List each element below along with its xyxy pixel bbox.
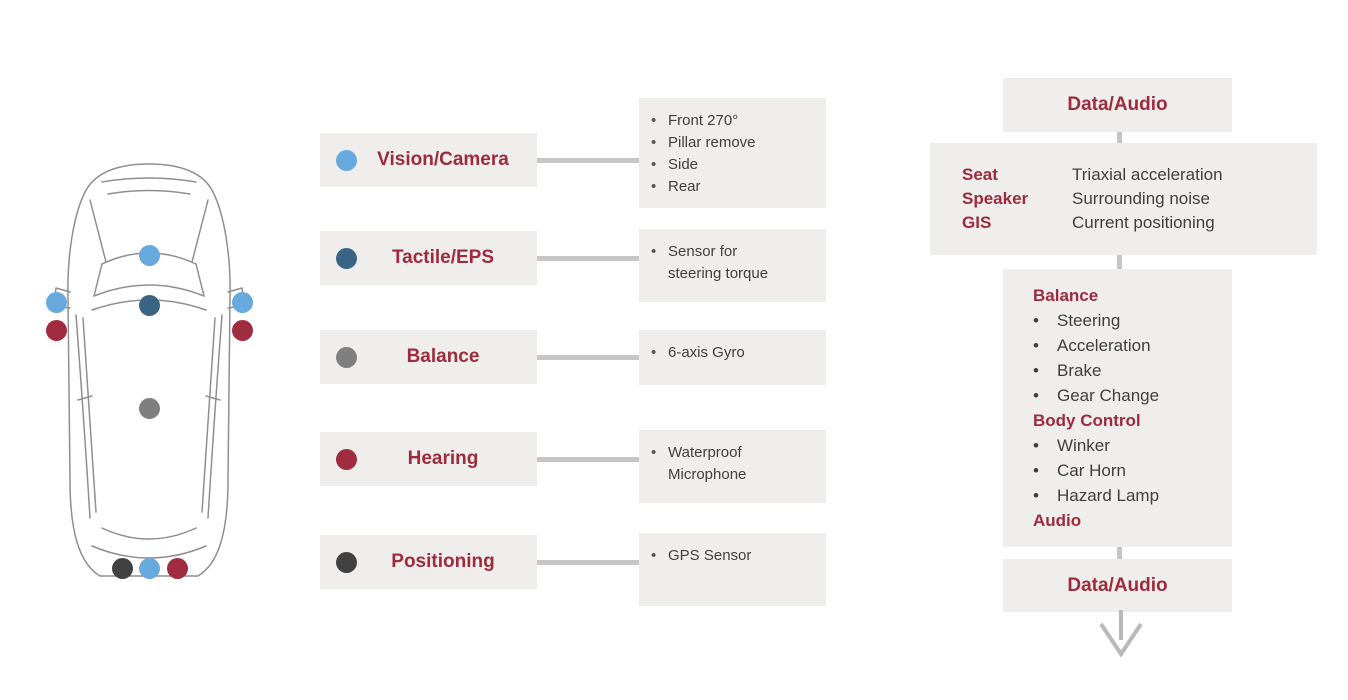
legend-box-hearing: Hearing bbox=[320, 432, 537, 486]
flow-connector bbox=[1117, 547, 1122, 559]
steering-torque-dot bbox=[138, 294, 160, 316]
legend-label: Vision/Camera bbox=[377, 149, 509, 170]
io-line: GIS bbox=[962, 213, 992, 232]
detail-list: •6-axis Gyro bbox=[651, 342, 818, 364]
legend-label: Positioning bbox=[391, 551, 495, 572]
left-mirror-camera-dot bbox=[45, 291, 67, 313]
bullet-item: •Steering bbox=[1033, 311, 1121, 330]
process-section-title: Audio bbox=[1033, 511, 1082, 530]
bullet-item: •Brake bbox=[1033, 361, 1102, 380]
flow-process-box: Balance •Steering •Acceleration •Brake •Gear… bbox=[1003, 269, 1232, 547]
io-line: Surrounding noise bbox=[1072, 189, 1210, 208]
arrow-down-icon bbox=[1099, 610, 1143, 658]
io-line: Seat bbox=[962, 165, 998, 184]
positioning-dot-icon bbox=[336, 551, 357, 573]
car-top-view-sketch bbox=[53, 163, 245, 577]
bullet-item: •Rear bbox=[651, 178, 701, 195]
bullet-item: •Acceleration bbox=[1033, 336, 1151, 355]
bullet-item: •Front 270° bbox=[651, 112, 739, 129]
gyro-dot bbox=[138, 397, 160, 419]
bullet-item: •Side bbox=[651, 156, 699, 173]
process-sections: Balance •Steering •Acceleration •Brake •Gear… bbox=[1033, 283, 1224, 533]
rear-camera-dot bbox=[138, 557, 160, 579]
process-section-title: Balance bbox=[1033, 286, 1099, 305]
bullet-item: •Winker bbox=[1033, 436, 1110, 455]
flow-connector bbox=[1117, 132, 1122, 143]
io-line: Speaker bbox=[962, 189, 1029, 208]
tactile-eps-dot-icon bbox=[336, 247, 357, 269]
process-section-title: Body Control bbox=[1033, 411, 1141, 430]
connector-line bbox=[537, 560, 639, 565]
legend-box-vision-camera: Vision/Camera bbox=[320, 133, 537, 187]
balance-dot-icon bbox=[336, 346, 357, 368]
legend-box-positioning: Positioning bbox=[320, 535, 537, 589]
bullet-item: •GPS Sensor bbox=[651, 547, 752, 564]
bullet-item: •Gear Change bbox=[1033, 386, 1160, 405]
legend-label: Balance bbox=[406, 346, 480, 367]
detail-list: •GPS Sensor bbox=[651, 545, 818, 567]
connector-line bbox=[537, 355, 639, 360]
io-line: Current positioning bbox=[1072, 213, 1215, 232]
legend-box-tactile-eps: Tactile/EPS bbox=[320, 231, 537, 285]
bullet-item: •Sensor for steering torque bbox=[651, 243, 769, 282]
detail-box-balance: •6-axis Gyro bbox=[639, 330, 826, 385]
right-microphone-dot bbox=[231, 319, 253, 341]
legend-box-balance: Balance bbox=[320, 330, 537, 384]
legend-label: Tactile/EPS bbox=[391, 247, 495, 268]
connector-line bbox=[537, 256, 639, 261]
rear-microphone-dot bbox=[166, 557, 188, 579]
left-microphone-dot bbox=[45, 319, 67, 341]
legend-label: Hearing bbox=[407, 448, 479, 469]
front-camera-dot bbox=[138, 244, 160, 266]
detail-box-positioning: •GPS Sensor bbox=[639, 533, 826, 606]
connector-line bbox=[537, 457, 639, 462]
detail-box-vision-camera: •Front 270° •Pillar remove •Side •Rear bbox=[639, 98, 826, 208]
hearing-dot-icon bbox=[336, 448, 357, 470]
io-line: Triaxial acceleration bbox=[1072, 165, 1223, 184]
vision-camera-dot-icon bbox=[336, 149, 357, 171]
flow-top-box: Data/Audio bbox=[1003, 78, 1232, 132]
detail-box-tactile-eps: •Sensor for steering torque bbox=[639, 229, 826, 302]
bullet-item: •Waterproof Microphone bbox=[651, 444, 747, 483]
detail-list: •Front 270° •Pillar remove •Side •Rear bbox=[651, 110, 818, 198]
connector-line bbox=[537, 158, 639, 163]
detail-list: •Sensor for steering torque bbox=[651, 241, 818, 285]
detail-list: •Waterproof Microphone bbox=[651, 442, 818, 486]
right-mirror-camera-dot bbox=[231, 291, 253, 313]
bullet-item: •Pillar remove bbox=[651, 134, 756, 151]
flow-connector bbox=[1117, 255, 1122, 269]
detail-box-hearing: •Waterproof Microphone bbox=[639, 430, 826, 503]
rear-gps-dot bbox=[111, 557, 133, 579]
bullet-item: •6-axis Gyro bbox=[651, 344, 745, 361]
bullet-item: •Hazard Lamp bbox=[1033, 486, 1160, 505]
flow-bottom-box: Data/Audio bbox=[1003, 559, 1232, 612]
bullet-item: •Car Horn bbox=[1033, 461, 1126, 480]
